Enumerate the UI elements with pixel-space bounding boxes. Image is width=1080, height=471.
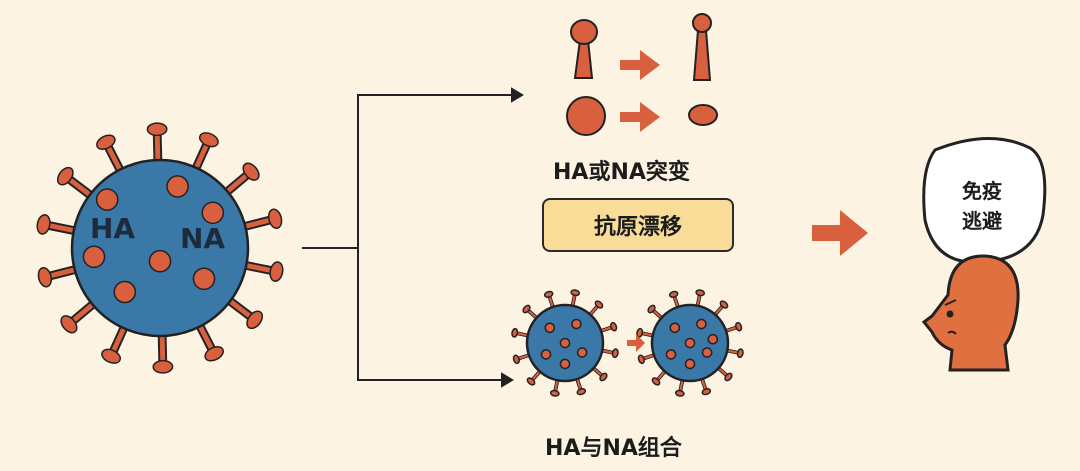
mutation-label: HA或NA突变 — [553, 160, 690, 185]
large-virus-icon — [36, 122, 284, 374]
na-label: NA — [180, 222, 226, 255]
thought-bubble — [922, 136, 1047, 264]
ha-mutation-icon — [570, 13, 712, 81]
bubble-line-2: 逃避 — [962, 209, 1002, 233]
ha-label: HA — [90, 212, 136, 245]
arrow-icon — [620, 50, 868, 352]
na-mutation-icon — [566, 96, 718, 136]
branch-connector — [302, 87, 524, 388]
reassortment-label: HA与NA组合 — [545, 436, 682, 461]
person-head-icon — [921, 254, 1020, 372]
antigenic-drift-box: 抗原漂移 — [542, 198, 734, 252]
virus-group — [36, 122, 744, 397]
immune-escape-text: 免疫 逃避 — [932, 176, 1032, 236]
drift-label: 抗原漂移 — [593, 215, 682, 240]
virus-icon-after — [636, 289, 744, 397]
bubble-line-1: 免疫 — [962, 179, 1002, 203]
virus-icon-before — [511, 289, 619, 397]
